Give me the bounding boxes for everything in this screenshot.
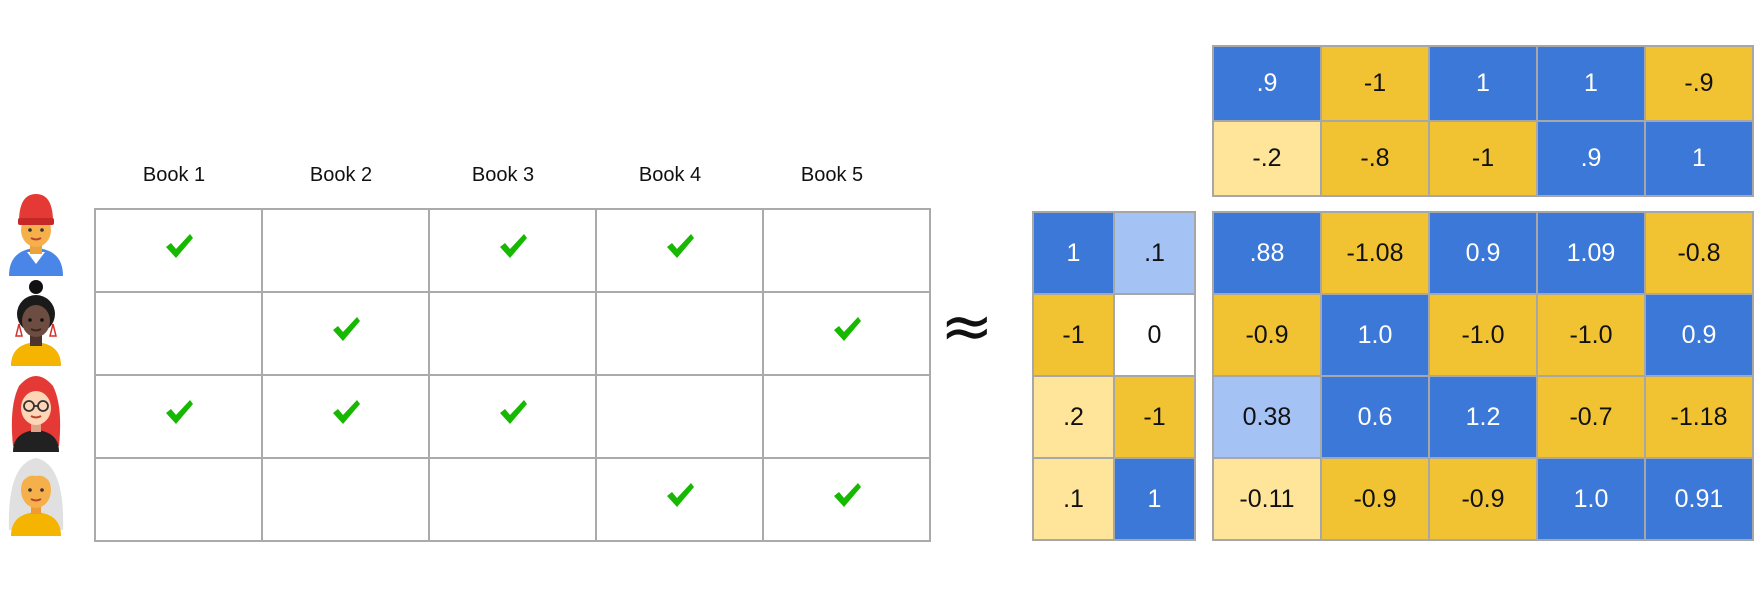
user-embedding-cell: .1 (1032, 457, 1115, 541)
checkmark-icon (499, 400, 527, 424)
predicted-rating-cell: 0.9 (1644, 293, 1754, 377)
user-red-hair-glasses-icon (11, 376, 61, 452)
item-embedding-cell: -.8 (1320, 120, 1430, 197)
rating-cell (94, 291, 263, 376)
predicted-rating-cell: 1.09 (1536, 211, 1646, 295)
checkmark-icon (165, 234, 193, 258)
predicted-rating-cell: 0.91 (1644, 457, 1754, 541)
rating-cell (261, 374, 430, 459)
predicted-rating-cell: 0.9 (1428, 211, 1538, 295)
rating-cell (762, 291, 931, 376)
predicted-rating-cell: -0.9 (1320, 457, 1430, 541)
rating-cell (428, 374, 597, 459)
rating-cell (261, 291, 430, 376)
checkmark-icon (332, 317, 360, 341)
rating-cell (595, 457, 764, 542)
rating-cell (261, 457, 430, 542)
user-embedding-cell: .1 (1113, 211, 1196, 295)
rating-cell (428, 208, 597, 293)
item-embedding-cell: -.9 (1644, 45, 1754, 122)
checkmark-icon (833, 483, 861, 507)
predicted-rating-cell: .88 (1212, 211, 1322, 295)
predicted-rating-cell: -0.8 (1644, 211, 1754, 295)
rating-cell (428, 291, 597, 376)
checkmark-icon (332, 400, 360, 424)
checkmark-icon (666, 234, 694, 258)
user-embedding-row: .2-1 (1032, 375, 1196, 459)
ratings-row (94, 374, 931, 459)
predicted-rating-cell: -1.0 (1536, 293, 1646, 377)
ratings-row (94, 291, 931, 376)
predicted-rating-cell: 1.0 (1320, 293, 1430, 377)
checkmark-icon (165, 400, 193, 424)
item-embedding-cell: 1 (1536, 45, 1646, 122)
book-1-header: Book 1 (142, 164, 206, 186)
rating-cell (94, 374, 263, 459)
predicted-rating-cell: -1.18 (1644, 375, 1754, 459)
checkmark-icon (833, 317, 861, 341)
predicted-rating-cell: -1.08 (1320, 211, 1430, 295)
item-embedding-cell: .9 (1212, 45, 1322, 122)
user-embedding-cell: 1 (1032, 211, 1115, 295)
item-embedding-cell: -1 (1428, 120, 1538, 197)
user-grey-hair-icon (8, 458, 64, 536)
ratings-matrix (94, 208, 931, 542)
predicted-rating-cell: -1.0 (1428, 293, 1538, 377)
user-embedding-cell: -1 (1113, 375, 1196, 459)
book-5-header: Book 5 (800, 164, 864, 186)
user-embedding-cell: .2 (1032, 375, 1115, 459)
rating-cell (595, 291, 764, 376)
user-red-beanie-icon (9, 194, 63, 276)
rating-cell (94, 208, 263, 293)
user-black-bun-icon (11, 280, 61, 366)
rating-cell (762, 208, 931, 293)
checkmark-icon (499, 234, 527, 258)
book-4-header: Book 4 (638, 164, 702, 186)
rating-cell (595, 374, 764, 459)
user-embedding-cell: 1 (1113, 457, 1196, 541)
predicted-rating-cell: -0.7 (1536, 375, 1646, 459)
user-embedding-cell: 0 (1113, 293, 1196, 377)
user-embedding-row: 1.1 (1032, 211, 1196, 295)
book-2-header: Book 2 (309, 164, 373, 186)
ratings-row (94, 208, 931, 293)
approx-symbol: ≈ (940, 290, 994, 364)
ratings-row (94, 457, 931, 542)
predicted-rating-cell: 1.0 (1536, 457, 1646, 541)
item-embedding-cell: .9 (1536, 120, 1646, 197)
checkmark-icon (666, 483, 694, 507)
rating-cell (94, 457, 263, 542)
rating-cell (261, 208, 430, 293)
predicted-rating-cell: 1.2 (1428, 375, 1538, 459)
rating-cell (428, 457, 597, 542)
item-embedding-cell: 1 (1428, 45, 1538, 122)
predicted-rating-cell: -0.11 (1212, 457, 1322, 541)
rating-cell (762, 374, 931, 459)
predicted-rating-cell: 0.6 (1320, 375, 1430, 459)
predicted-rating-cell: -0.9 (1212, 293, 1322, 377)
item-embedding-cell: -1 (1320, 45, 1430, 122)
user-embedding-cell: -1 (1032, 293, 1115, 377)
predicted-rating-cell: 0.38 (1212, 375, 1322, 459)
book-3-header: Book 3 (471, 164, 535, 186)
rating-cell (595, 208, 764, 293)
predicted-rating-cell: -0.9 (1428, 457, 1538, 541)
rating-cell (762, 457, 931, 542)
item-embedding-cell: 1 (1644, 120, 1754, 197)
item-embedding-cell: -.2 (1212, 120, 1322, 197)
